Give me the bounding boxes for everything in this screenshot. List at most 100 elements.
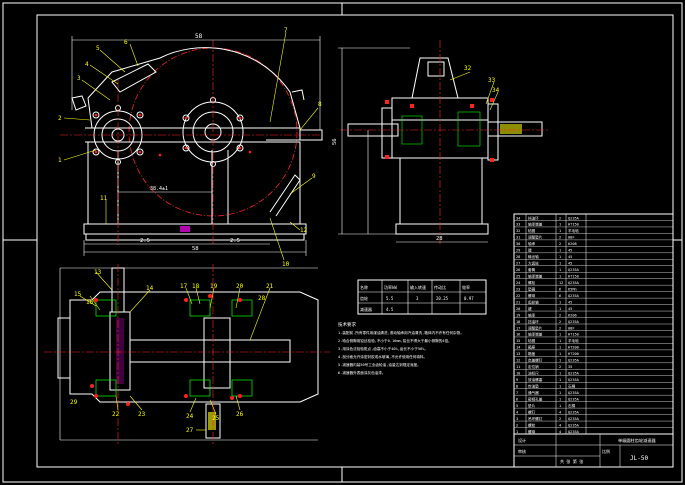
parts-cell-qty: 1 xyxy=(559,359,561,363)
parts-cell-material: 石棉 xyxy=(568,403,576,408)
cover-outline xyxy=(87,47,301,141)
note-line-3: 3.用涂色法检验斑点,齿高不小于40%,齿长不小于50%。 xyxy=(338,346,428,351)
balloon-10: 10 xyxy=(282,261,290,268)
balloon-28: 28 xyxy=(258,295,266,302)
side-housing-lower xyxy=(399,157,483,225)
parts-cell-qty: 1 xyxy=(559,378,561,382)
balloon-34: 34 xyxy=(492,87,500,94)
side-dimensions xyxy=(338,47,488,243)
side-balloons: 32 33 34 xyxy=(464,65,500,94)
plan-pinion-hatch xyxy=(116,318,124,384)
balloon-15: 15 xyxy=(74,291,82,298)
parts-cell-no: 6 xyxy=(516,397,518,401)
parts-cell-material: Q235A xyxy=(568,320,580,324)
plan-balloons: 13 14 15 16 17 18 19 20 21 22 23 24 25 2… xyxy=(70,269,274,434)
front-leaders xyxy=(63,31,319,261)
parts-cell-qty: 4 xyxy=(559,423,561,427)
parts-cell-no: 5 xyxy=(516,404,518,408)
title-block-frame xyxy=(513,433,674,468)
spec-header-1: 功率kW xyxy=(384,284,397,290)
parts-cell-qty: 2 xyxy=(559,216,561,220)
balloon-6: 6 xyxy=(124,39,128,46)
parts-cell-qty: 1 xyxy=(559,255,561,259)
parts-cell-qty: 1 xyxy=(559,397,561,401)
balloon-5: 5 xyxy=(96,45,100,52)
parts-cell-material: Q235A xyxy=(568,417,580,421)
parts-cell-material: 45 xyxy=(568,249,572,253)
inspection-cover xyxy=(111,63,157,93)
parts-cell-material: HT150 xyxy=(568,223,579,227)
parts-cell-qty: 1 xyxy=(559,249,561,253)
parts-cell-qty: 1 xyxy=(559,307,561,311)
balloon-17: 17 xyxy=(180,283,188,290)
parts-cell-no: 15 xyxy=(516,339,520,343)
parts-cell-material: Q235A xyxy=(568,410,580,414)
front-balloons: 1 2 3 4 5 6 7 8 9 10 11 12 xyxy=(58,27,322,268)
base-housing xyxy=(87,141,301,225)
parts-cell-qty: 6 xyxy=(559,287,561,291)
notes-title: 技术要求 xyxy=(338,321,356,328)
title-designer-label: 设计 xyxy=(518,437,526,443)
parts-cell-qty: 1 xyxy=(559,372,561,376)
parts-cell-no: 9 xyxy=(516,378,518,382)
parts-cell-qty: 6 xyxy=(559,294,561,298)
parts-cell-no: 13 xyxy=(516,352,520,356)
balloon-26: 26 xyxy=(236,411,244,418)
parts-cell-name: 螺母 xyxy=(528,293,536,298)
balloon-8: 8 xyxy=(318,101,322,108)
side-bolt-marks xyxy=(385,98,494,162)
parts-cell-name: 轴承端盖 xyxy=(528,274,543,279)
parts-cell-material: 45 xyxy=(568,307,572,311)
parts-cell-no: 19 xyxy=(516,313,520,317)
bolt-center-marks xyxy=(94,113,252,157)
side-breather xyxy=(427,61,445,77)
side-end-cap-left xyxy=(381,107,393,159)
front-inner-span: 38.4±1 xyxy=(150,186,168,192)
parts-cell-no: 27 xyxy=(516,262,520,266)
parts-cell-no: 34 xyxy=(516,216,520,220)
balloon-29: 29 xyxy=(70,399,78,406)
parts-cell-material: 45 xyxy=(568,255,572,259)
balloon-14: 14 xyxy=(146,285,154,292)
balloon-21: 21 xyxy=(266,283,274,290)
parts-cell-no: 29 xyxy=(516,249,520,253)
parts-cell-name: 启盖螺钉 xyxy=(528,358,543,363)
side-leaders xyxy=(449,71,499,111)
parts-cell-name: 螺钉 xyxy=(528,409,536,414)
side-bearing-right xyxy=(457,111,481,147)
parts-cell-name: 调整垫片 xyxy=(528,235,543,240)
parts-cell-no: 33 xyxy=(516,223,520,227)
front-half-width-right: 2.5 xyxy=(230,238,240,244)
side-width-dimension: 28 xyxy=(436,236,443,242)
parts-cell-name: 油标尺 xyxy=(528,371,539,376)
parts-cell-name: 螺栓 xyxy=(528,422,536,427)
balloon-4: 4 xyxy=(85,61,89,68)
parts-cell-qty: 1 xyxy=(559,352,561,356)
parts-cell-no: 14 xyxy=(516,346,520,350)
parts-cell-qty: 2 xyxy=(559,417,561,421)
parts-cell-name: 键 xyxy=(528,306,532,311)
parts-cell-qty: 4 xyxy=(559,430,561,434)
parts-cell-material: 6208 xyxy=(568,242,577,246)
spec-table-frame xyxy=(357,279,487,315)
parts-cell-name: 挡油环 xyxy=(528,215,539,220)
parts-cell-qty: 1 xyxy=(559,333,561,337)
parts-cell-no: 1 xyxy=(516,430,518,434)
technical-notes: 技术要求 1.装配前,所有零件用煤油清洗,滚动轴承用汽油清洗,箱体内不许有任何杂… xyxy=(338,321,464,375)
parts-cell-material: Q235A xyxy=(568,391,580,395)
gear-pitch-circle xyxy=(128,47,298,217)
note-line-4: 4.剖分面允许涂密封胶或水玻璃,不允许使用任何填料。 xyxy=(338,354,427,359)
base-foot xyxy=(85,233,305,241)
parts-cell-name: 螺母 xyxy=(528,429,536,434)
balloon-11: 11 xyxy=(100,195,108,202)
spec-cell: 0.97 xyxy=(464,296,474,301)
balloon-33: 33 xyxy=(488,77,496,84)
parts-cell-qty: 12 xyxy=(559,281,563,285)
parts-cell-name: 轴承 xyxy=(528,312,536,317)
spec-cell: 减速器 xyxy=(360,306,372,312)
parts-cell-material: Q235A xyxy=(568,294,580,298)
balloon-20: 20 xyxy=(236,283,244,290)
parts-cell-material: Q235A xyxy=(568,430,580,434)
